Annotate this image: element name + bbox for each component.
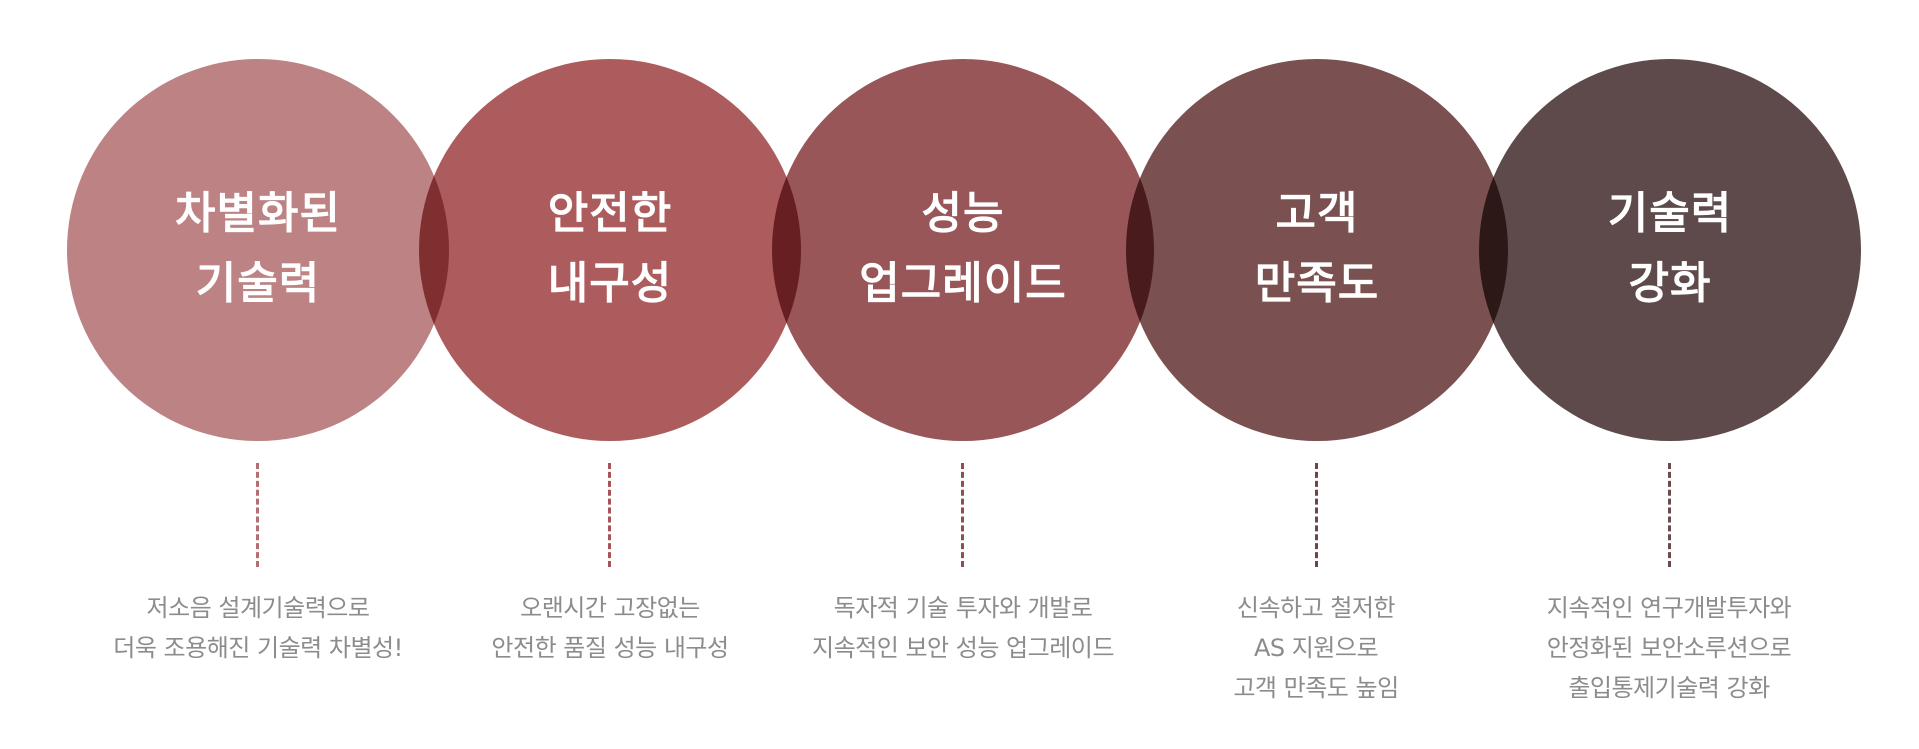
feature-circle-3: 성능 업그레이드 bbox=[772, 59, 1154, 441]
feature-title-2-line-2: 내구성 bbox=[547, 258, 673, 309]
feature-desc-1: 저소음 설계기술력으로 더욱 조용해진 기술력 차별성! bbox=[48, 588, 468, 668]
feature-title-1: 차별화된 기술력 bbox=[175, 179, 341, 319]
feature-circle-4: 고객 만족도 bbox=[1126, 59, 1508, 441]
feature-desc-5-line-1: 지속적인 연구개발투자와 bbox=[1546, 594, 1792, 622]
feature-desc-2-line-2: 안전한 품질 성능 내구성 bbox=[491, 634, 729, 662]
feature-title-5-line-2: 강화 bbox=[1628, 258, 1712, 309]
feature-desc-4-line-2: AS 지원으로 bbox=[1253, 634, 1379, 662]
feature-circle-1: 차별화된 기술력 bbox=[67, 59, 449, 441]
feature-title-2-line-1: 안전한 bbox=[547, 188, 673, 239]
feature-desc-5: 지속적인 연구개발투자와 안정화된 보안소루션으로 출입통제기술력 강화 bbox=[1459, 588, 1879, 708]
feature-desc-5-line-2: 안정화된 보안소루션으로 bbox=[1546, 634, 1792, 662]
feature-title-5-line-1: 기술력 bbox=[1607, 188, 1733, 239]
feature-title-3-line-2: 업그레이드 bbox=[859, 258, 1067, 309]
feature-desc-3-line-1: 독자적 기술 투자와 개발로 bbox=[833, 594, 1093, 622]
feature-title-2: 안전한 내구성 bbox=[548, 179, 672, 319]
feature-desc-1-line-2: 더욱 조용해진 기술력 차별성! bbox=[113, 634, 403, 662]
dashed-connector-4 bbox=[1315, 463, 1318, 567]
dashed-connector-5 bbox=[1668, 463, 1671, 567]
feature-title-3-line-1: 성능 bbox=[921, 188, 1005, 239]
feature-title-1-line-2: 기술력 bbox=[195, 258, 321, 309]
feature-circle-2: 안전한 내구성 bbox=[419, 59, 801, 441]
feature-desc-3-line-2: 지속적인 보안 성능 업그레이드 bbox=[812, 634, 1114, 662]
feature-desc-2: 오랜시간 고장없는 안전한 품질 성능 내구성 bbox=[400, 588, 820, 668]
feature-desc-1-line-1: 저소음 설계기술력으로 bbox=[146, 594, 370, 622]
dashed-connector-2 bbox=[608, 463, 611, 567]
feature-desc-3: 독자적 기술 투자와 개발로 지속적인 보안 성능 업그레이드 bbox=[753, 588, 1173, 668]
feature-desc-4: 신속하고 철저한 AS 지원으로 고객 만족도 높임 bbox=[1106, 588, 1526, 708]
dashed-connector-1 bbox=[256, 463, 259, 567]
feature-title-3: 성능 업그레이드 bbox=[859, 179, 1066, 319]
feature-circle-5: 기술력 강화 bbox=[1479, 59, 1861, 441]
dashed-connector-3 bbox=[961, 463, 964, 567]
feature-title-5: 기술력 강화 bbox=[1608, 179, 1732, 319]
feature-desc-4-line-1: 신속하고 철저한 bbox=[1236, 594, 1396, 622]
feature-desc-2-line-1: 오랜시간 고장없는 bbox=[520, 594, 700, 622]
feature-desc-5-line-3: 출입통제기술력 강화 bbox=[1568, 674, 1770, 702]
feature-title-4-line-1: 고객 bbox=[1275, 188, 1359, 239]
feature-title-4: 고객 만족도 bbox=[1255, 179, 1379, 319]
feature-title-1-line-1: 차별화된 bbox=[175, 188, 341, 239]
feature-desc-4-line-3: 고객 만족도 높임 bbox=[1233, 674, 1399, 702]
feature-title-4-line-2: 만족도 bbox=[1254, 258, 1380, 309]
